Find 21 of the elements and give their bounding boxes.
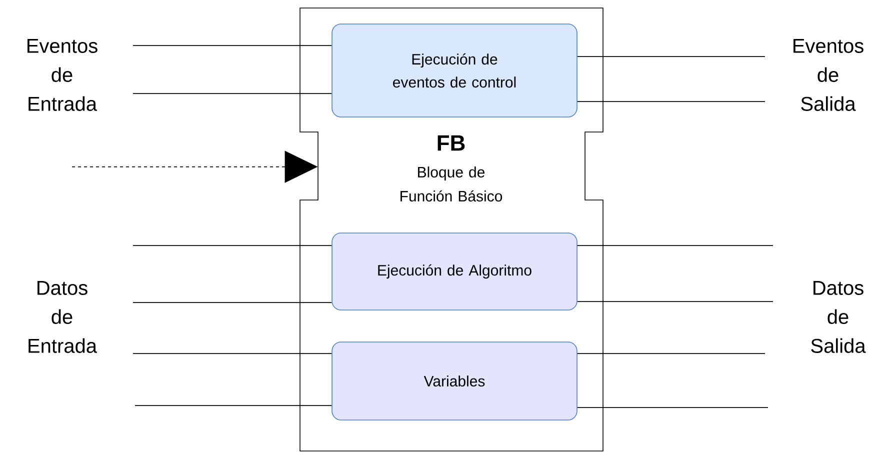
side-label: Datos de Salida bbox=[811, 281, 866, 353]
signal-line bbox=[132, 353, 332, 354]
signal-line bbox=[576, 407, 768, 408]
process-box: Variables bbox=[332, 342, 578, 420]
signal-line bbox=[132, 93, 332, 94]
side-label: Eventos de Entrada bbox=[28, 39, 98, 111]
side-label: Datos de Entrada bbox=[28, 281, 98, 353]
signal-line bbox=[132, 45, 332, 46]
signal-line bbox=[576, 353, 766, 354]
block-title: FB bbox=[438, 135, 465, 151]
signal-line bbox=[576, 301, 774, 302]
signal-line bbox=[132, 302, 332, 304]
signal-line bbox=[576, 56, 766, 58]
block-subtitle: Bloque de Función Básico bbox=[400, 166, 502, 202]
process-box: Ejecución de Algoritmo bbox=[332, 232, 578, 310]
process-box: Ejecución de eventos de control bbox=[332, 24, 578, 118]
signal-line bbox=[132, 245, 332, 246]
signal-line bbox=[134, 405, 332, 406]
signal-line bbox=[576, 101, 766, 102]
side-label: Eventos de Salida bbox=[794, 39, 864, 111]
signal-line bbox=[576, 245, 774, 246]
